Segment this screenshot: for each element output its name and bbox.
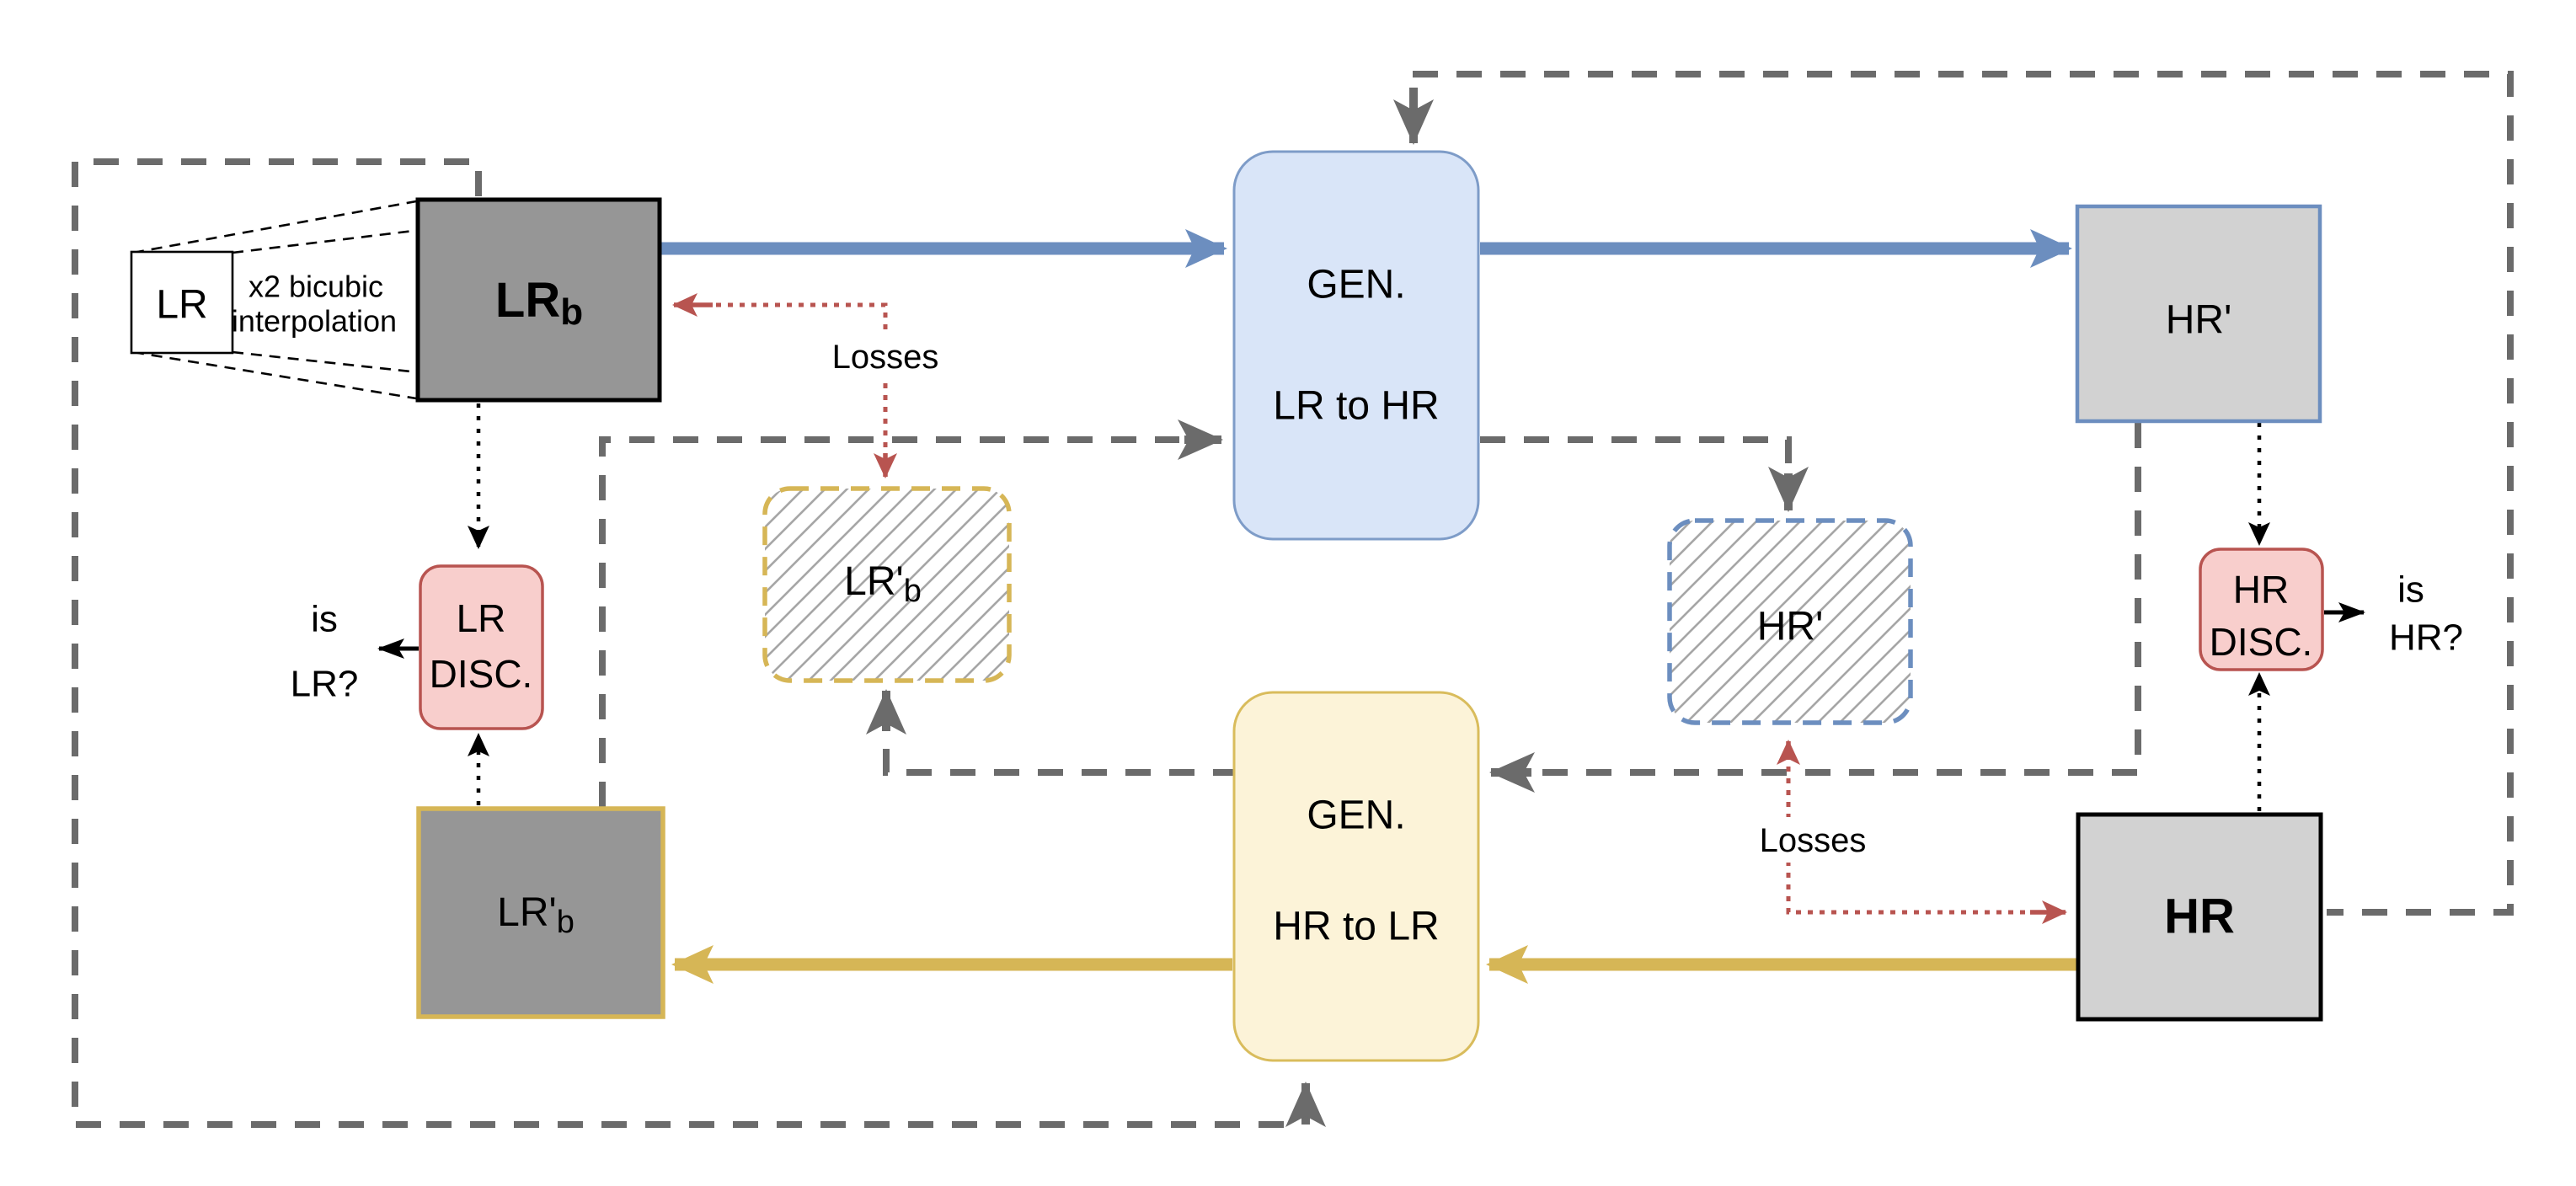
loss-path-right <box>1786 743 2034 915</box>
lr-prime-b-label: LR'b <box>497 890 575 941</box>
lr-input-label: LR <box>156 283 207 328</box>
lr-disc-box <box>419 564 544 730</box>
bicubic-interp-label-line2: interpolation <box>232 304 397 339</box>
loss-path-left <box>716 302 888 459</box>
losses-label-right: Losses <box>1760 822 1867 859</box>
hr-disc-label-line1: HR <box>2233 568 2289 612</box>
hr-prime-label: HR' <box>2166 298 2232 343</box>
hr-box <box>2076 812 2323 1022</box>
lr-disc-label-line1: LR <box>457 596 506 640</box>
hatched-hr-prime-label: HR' <box>1757 605 1824 649</box>
dashed-path-lr-domain-loop <box>72 158 1297 1128</box>
hatched-lr-prime-b-label: LR'b <box>844 559 922 610</box>
hr-label: HR <box>2164 890 2235 944</box>
dashed-path-gen-hr-lr-to-hatched-lr-prime-b <box>883 735 1238 776</box>
dashed-path-hr-domain-loop <box>1413 71 2514 916</box>
losses-left-backplate <box>815 334 955 379</box>
is-lr-question-line2: LR? <box>291 664 359 705</box>
bicubic-interp-label-line1: x2 bicubic <box>249 270 383 304</box>
lr-input-box <box>130 250 234 355</box>
losses-right-backplate <box>1745 817 1882 863</box>
dashed-path-gen-lr-hr-to-hatched-hr-prime <box>1480 436 1792 472</box>
hatched-hr-prime-box <box>1667 518 1913 725</box>
lrb-label: LRb <box>495 273 583 333</box>
dashed-path-lr-prime-b-to-gen-lr-hr <box>599 436 1179 807</box>
gen-hr-to-lr-label-line2: HR to LR <box>1273 905 1439 949</box>
lr-prime-b-box <box>416 806 665 1019</box>
bicubic-projection-line-bottom-left <box>132 350 417 400</box>
gen-hr-to-lr-box <box>1232 691 1480 1062</box>
bicubic-projection-line-top-left <box>132 200 417 254</box>
hr-disc-box <box>2199 548 2324 671</box>
losses-label-left: Losses <box>832 339 939 376</box>
is-hr-question-line1: is <box>2397 569 2424 611</box>
lrb-box <box>415 197 662 403</box>
is-hr-question-line2: HR? <box>2389 617 2463 659</box>
gen-lr-to-hr-box <box>1232 150 1480 541</box>
gen-lr-to-hr-label-line2: LR to HR <box>1273 384 1439 429</box>
hr-prime-box <box>2075 204 2322 424</box>
gen-lr-to-hr-label-line1: GEN. <box>1307 263 1405 307</box>
hatched-lr-prime-b-box <box>762 486 1012 683</box>
dashed-path-hr-prime-to-gen-hr-lr <box>1535 423 2141 776</box>
lr-disc-label-line2: DISC. <box>430 652 533 696</box>
hr-disc-label-line2: DISC. <box>2210 620 2313 664</box>
is-lr-question-line1: is <box>311 599 338 640</box>
gen-hr-to-lr-label-line1: GEN. <box>1307 793 1405 838</box>
